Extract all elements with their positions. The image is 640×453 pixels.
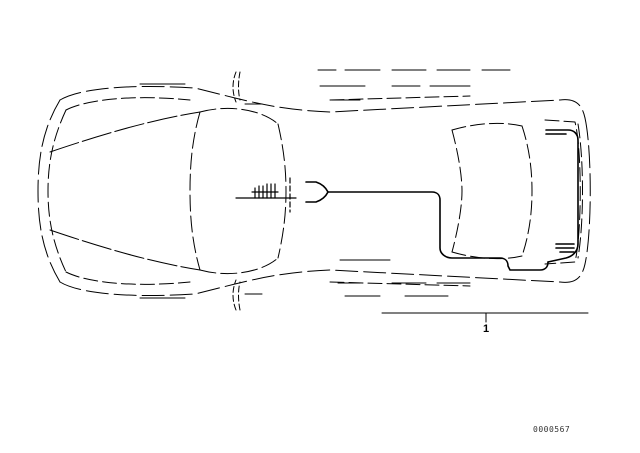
callout-number-1: 1 — [482, 323, 490, 335]
wiring-harness — [305, 129, 579, 271]
body-bottom-edge — [59, 263, 586, 296]
roof-front-bottom — [199, 257, 279, 275]
mirrors — [232, 71, 241, 311]
cabin-outline — [189, 107, 287, 275]
callout-leader — [381, 312, 589, 323]
body-top-edge — [59, 86, 586, 119]
body-rear-edge — [584, 117, 591, 265]
windshield — [189, 111, 201, 271]
trunk-outline — [451, 119, 581, 265]
side-detail-lines-top — [139, 69, 511, 105]
harness-rear-branch — [545, 129, 579, 263]
roof-front — [199, 107, 279, 125]
mirror-left — [232, 71, 241, 103]
body-front-edge — [37, 99, 61, 283]
hood-lines — [49, 111, 201, 271]
connector-block — [235, 177, 297, 213]
harness-main-run — [327, 191, 549, 271]
body-inner-contour — [47, 95, 583, 287]
document-id: 0000567 — [533, 425, 571, 434]
mirror-right — [232, 279, 241, 311]
roof-side — [277, 123, 287, 259]
car-body-outline — [37, 86, 591, 296]
side-detail-lines-bottom — [139, 259, 471, 299]
harness-y-split — [305, 181, 329, 203]
